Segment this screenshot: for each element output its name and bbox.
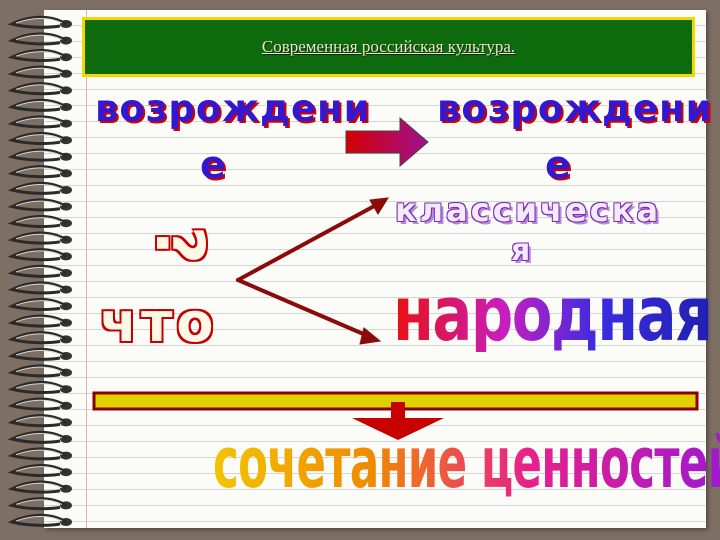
branch-arrow-icon	[236, 197, 389, 345]
classical-word-line2: я	[511, 233, 531, 268]
slide-title-box: Современная российская культура.	[82, 17, 695, 77]
notebook-page	[44, 10, 706, 528]
question-mark: ?	[141, 225, 219, 265]
revival-left-line1: возрождени	[95, 87, 371, 130]
what-word: что	[100, 291, 218, 354]
page-margin-line	[86, 10, 87, 528]
slide-title: Современная российская культура.	[261, 37, 516, 56]
classical-word-line1: классическа	[395, 191, 662, 229]
revival-left-line2: е	[200, 143, 226, 187]
combination-of-values: сочетание ценностей	[213, 428, 720, 498]
folk-word: народная	[393, 269, 713, 358]
revival-right-line2: е	[545, 143, 571, 187]
down-arrow-icon	[352, 402, 444, 440]
right-arrow-icon	[345, 116, 429, 168]
revival-right-line1: возрождени	[437, 87, 713, 130]
